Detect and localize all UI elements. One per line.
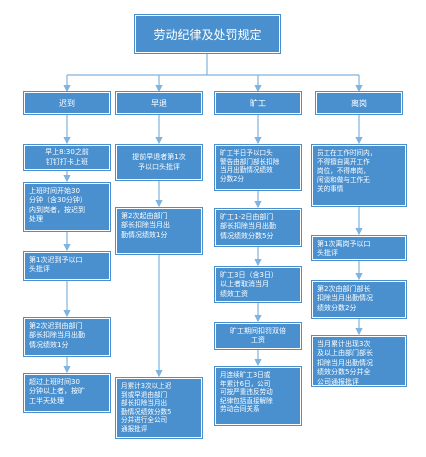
column-header-absenteeism: 旷工 [214,91,302,115]
late-step-2: 上班时间开始30 分钟（含30分钟） 内到岗者，按迟到 处理 [23,182,111,232]
early-leave-step-3: 月累计3次以上迟 到或早退由部门 部长扣除当月出 勤情况绩效分数5 分并进行全公… [115,377,203,439]
diagram-title: 劳动纪律及处罚规定 [134,14,281,54]
late-step-4: 第2次迟到由部门 部长扣除当月出勤 情况绩效1分 [23,317,111,357]
early-leave-step-1: 提前早退者第1次 予以口头批评 [115,144,203,181]
late-step-3: 第1次迟到予以口 头批评 [23,251,111,281]
column-header-late: 迟到 [23,91,111,115]
leaving-post-step-3: 第2次由部门部长 扣除当月出勤情况 绩效分数2分 [311,280,407,319]
absenteeism-step-3: 旷工3日（含3日） 以上者取消当月 绩效工资 [214,266,302,303]
late-step-1: 早上8:30之前 钉钉打卡上班 [23,144,111,171]
column-header-leaving-post: 离岗 [315,91,403,115]
absenteeism-step-5: 月连续旷工3日或 年累计6日，公司 可按严重违反劳动 纪律包括直接解除 劳动合同… [214,366,302,426]
absenteeism-step-2: 旷工1-2日由部门 部长扣除当月出勤 情况绩效分数5分 [214,208,302,247]
leaving-post-step-2: 第1次离岗予以口 头批评 [311,235,407,261]
early-leave-step-2: 第2次起由部门 部长扣除当月出 勤情况绩效1分 [115,207,203,255]
absenteeism-step-1: 旷工半日予以口头 警告由部门部长扣除 当月出勤情况绩效 分数2分 [214,144,302,191]
leaving-post-step-4: 当月累计出现3次 及以上由部门部长 扣除当月出勤情况 绩效分数5分并全 公司通报… [311,335,407,387]
absenteeism-step-4: 旷工期间扣罚双倍 工资 [214,322,302,350]
late-step-5: 超过上班时间30 分钟以上者，按旷 工半天处理 [23,373,111,413]
column-header-early-leave: 早退 [115,91,203,115]
leaving-post-step-1: 员工在工作时间内， 不得擅自离开工作 岗位，不得串岗， 闲谈和做与工作无 关的事… [311,144,407,207]
